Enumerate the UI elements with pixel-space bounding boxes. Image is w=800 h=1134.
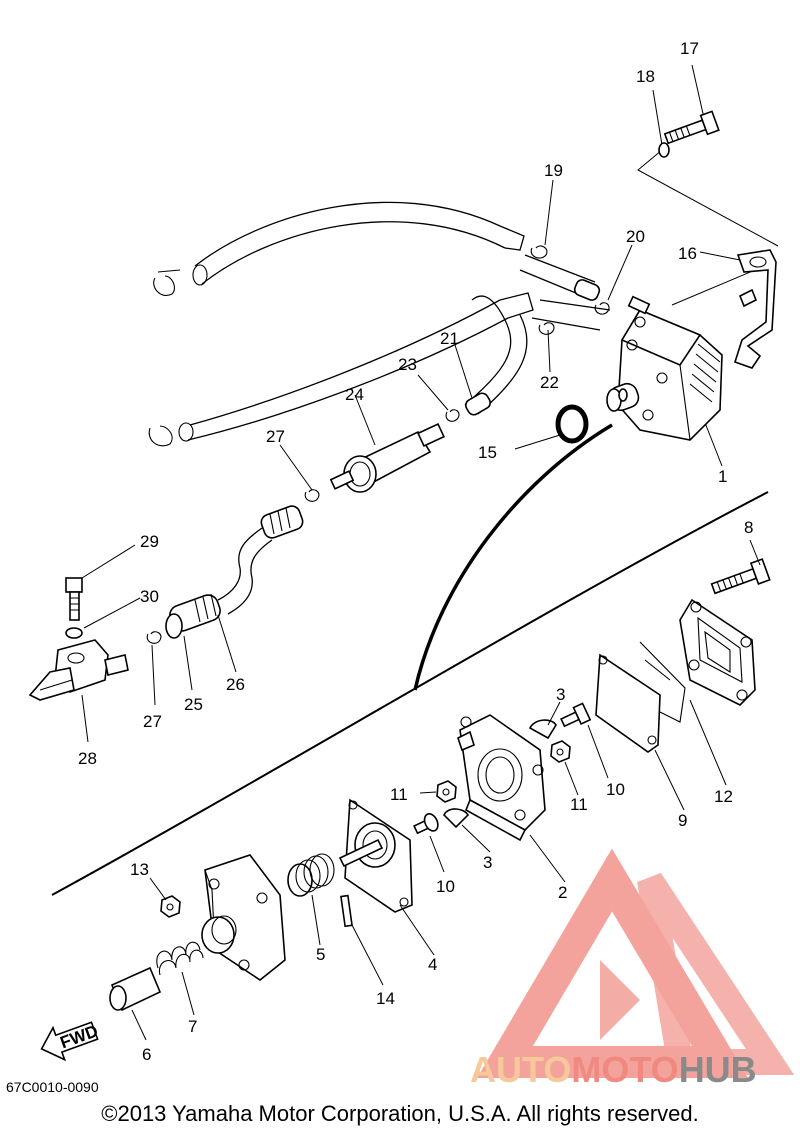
watermark-moto: MOTO — [571, 1049, 678, 1090]
label-2: 2 — [558, 883, 567, 902]
label-22: 22 — [540, 373, 559, 392]
cover-12 — [679, 598, 756, 706]
upper-hose — [153, 201, 525, 296]
label-19: 19 — [544, 161, 563, 180]
label-21: 21 — [440, 329, 459, 348]
lower-hose — [148, 292, 534, 447]
bracket-16 — [734, 249, 777, 369]
washer-30 — [65, 627, 83, 639]
washer-18 — [658, 142, 670, 158]
screw-10-b — [413, 813, 439, 835]
label-30: 30 — [140, 587, 159, 606]
label-3a: 3 — [556, 685, 565, 704]
joint-25 — [165, 593, 221, 639]
pump-body-2 — [457, 714, 546, 842]
bolt-8 — [710, 558, 771, 595]
label-17: 17 — [680, 39, 699, 58]
label-15: 15 — [478, 443, 497, 462]
label-11a: 11 — [390, 785, 408, 804]
fuel-joint-28 — [28, 639, 129, 701]
screw-10-a — [560, 702, 592, 728]
watermark-logo — [477, 848, 795, 1078]
bolt-29 — [65, 577, 83, 621]
label-10b: 10 — [436, 877, 455, 896]
clips — [445, 245, 610, 422]
joint-hoses — [519, 254, 611, 331]
label-6: 6 — [142, 1045, 151, 1064]
diaphragm-4 — [338, 798, 413, 913]
part-labels: 1 2 3 3 4 5 6 7 8 9 10 10 11 11 12 13 14… — [78, 39, 753, 1064]
watermark-hub: HUB — [679, 1049, 757, 1090]
nut-11-a — [436, 780, 457, 803]
plunger-6 — [109, 966, 162, 1012]
fwd-arrow: FWD — [40, 1021, 101, 1062]
section-divider — [51, 491, 769, 896]
label-20: 20 — [626, 227, 645, 246]
pin-14 — [340, 894, 353, 928]
o-ring-15 — [555, 404, 589, 444]
label-29: 29 — [140, 532, 159, 551]
label-5: 5 — [316, 945, 325, 964]
label-11b: 11 — [570, 795, 588, 814]
diagram-code: 67C0010-0090 — [6, 1079, 99, 1095]
label-13: 13 — [130, 860, 149, 879]
gasket-9 — [595, 653, 661, 753]
label-4: 4 — [428, 955, 437, 974]
copyright-notice: ©2013 Yamaha Motor Corporation, U.S.A. A… — [101, 1101, 699, 1126]
label-23: 23 — [398, 355, 417, 374]
label-16: 16 — [678, 244, 697, 263]
leader-lines-lower — [131, 699, 727, 1041]
connection-curve — [413, 423, 613, 691]
fuel-pump-1 — [606, 295, 723, 441]
label-3b: 3 — [483, 853, 492, 872]
leader-lines-upper — [279, 64, 779, 491]
label-14: 14 — [376, 989, 395, 1008]
fuel-filter-24 — [329, 422, 445, 493]
pump-base — [201, 854, 286, 981]
label-8: 8 — [744, 518, 753, 537]
label-27b: 27 — [143, 712, 162, 731]
nut-13 — [160, 895, 181, 918]
label-18: 18 — [636, 67, 655, 86]
nut-11-b — [550, 740, 571, 763]
watermark-text: AUTOMOTOHUB — [470, 1049, 757, 1090]
hose-26 — [217, 505, 304, 615]
label-27a: 27 — [266, 427, 285, 446]
watermark-auto: AUTO — [470, 1049, 571, 1090]
label-9: 9 — [678, 811, 687, 830]
label-1: 1 — [718, 467, 727, 486]
fwd-label: FWD — [58, 1021, 101, 1052]
label-25: 25 — [184, 695, 203, 714]
valve-3-a — [528, 719, 557, 740]
label-12: 12 — [714, 787, 733, 806]
valve-3-b — [443, 808, 469, 829]
label-7: 7 — [188, 1017, 197, 1036]
label-28: 28 — [78, 749, 97, 768]
label-10a: 10 — [606, 780, 625, 799]
hose-21 — [464, 295, 528, 416]
spring-5 — [287, 853, 335, 897]
bolt-17 — [663, 110, 720, 145]
leader-8 — [749, 539, 761, 566]
label-24: 24 — [345, 385, 364, 404]
clip-27-upper — [304, 489, 320, 502]
leader-lines-left — [81, 544, 237, 743]
clip-27-lower — [146, 631, 162, 644]
label-26: 26 — [226, 675, 245, 694]
check-valve-sheet — [639, 641, 686, 723]
spring-7 — [156, 941, 204, 976]
